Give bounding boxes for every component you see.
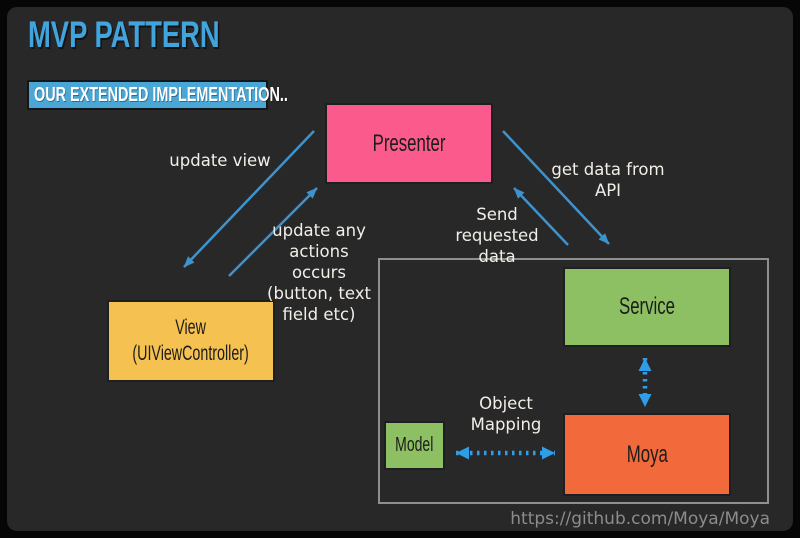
- subtitle-text: OUR EXTENDED IMPLEMENTATION..: [34, 83, 288, 106]
- node-view: View (UIViewController): [107, 300, 275, 382]
- subtitle-badge: OUR EXTENDED IMPLEMENTATION..: [27, 80, 288, 110]
- moya-group-box: [378, 258, 769, 504]
- footer-url: https://github.com/Moya/Moya: [510, 509, 770, 529]
- node-moya-label: Moya: [626, 440, 668, 468]
- node-service-label: Service: [618, 293, 676, 320]
- node-view-label: View (UIViewController): [132, 315, 250, 365]
- node-presenter: Presenter: [325, 103, 493, 184]
- node-service: Service: [563, 267, 731, 347]
- node-presenter-label: Presenter: [372, 129, 446, 157]
- edge-label-update-view: update view: [169, 151, 271, 170]
- edge-label-object-mapping: Object Mapping: [470, 394, 542, 435]
- node-moya: Moya: [563, 413, 731, 496]
- page-title: MVP PATTERN: [28, 14, 220, 55]
- node-model: Model: [384, 421, 445, 470]
- edge-label-send-data: Send requested data: [455, 205, 539, 267]
- node-model-label: Model: [395, 434, 434, 456]
- edge-label-get-data: get data from API: [551, 160, 665, 201]
- edge-label-update-actions: update any actions occurs (button, text …: [267, 221, 371, 325]
